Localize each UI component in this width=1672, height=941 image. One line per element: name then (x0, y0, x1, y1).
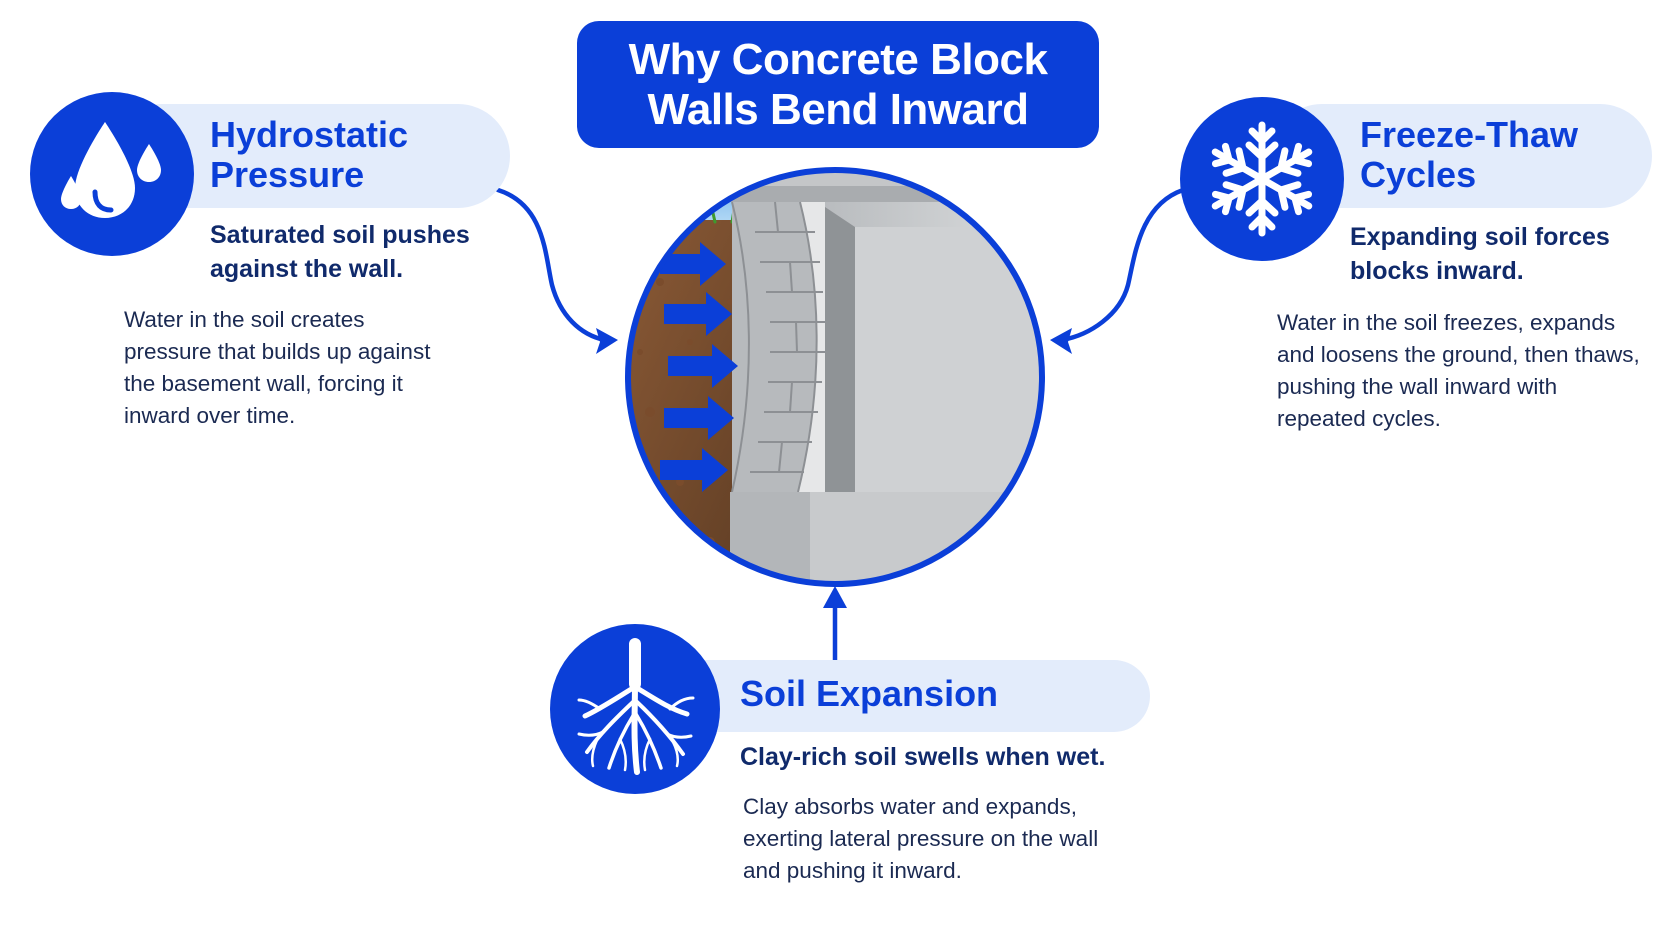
soil-expansion-subheading: Clay-rich soil swells when wet. (740, 743, 1106, 771)
freeze-thaw-icon-circle (1180, 97, 1344, 261)
hydrostatic-heading: Hydrostatic Pressure (210, 114, 409, 195)
hydrostatic-icon-circle (30, 92, 194, 256)
page-title: Why Concrete Block Walls Bend Inward (628, 34, 1048, 134)
snowflake-icon (1207, 121, 1317, 239)
bowing-wall-illustration (625, 167, 1045, 587)
freeze-thaw-body: Water in the soil freezes, expands and l… (1277, 310, 1640, 431)
arrow-from-freeze-thaw (1059, 187, 1186, 343)
hydrostatic-subheading: Saturated soil pushes against the wall. (210, 221, 470, 283)
arrowhead-freeze-thaw (1050, 328, 1072, 354)
title-banner: Why Concrete Block Walls Bend Inward (577, 21, 1099, 148)
freeze-thaw-subheading: Expanding soil forces blocks inward. (1350, 223, 1610, 285)
arrowhead-hydrostatic (596, 328, 618, 354)
soil-expansion-header-pill (640, 660, 1150, 732)
hydrostatic-body: Water in the soil creates pressure that … (124, 307, 431, 428)
water-drops-icon (61, 122, 161, 218)
roots-icon (577, 638, 695, 775)
arrow-from-hydrostatic (495, 187, 608, 343)
soil-expansion-body: Clay absorbs water and expands, exerting… (743, 794, 1099, 883)
soil-expansion-icon-circle (550, 624, 720, 794)
arrowhead-soil-expansion (823, 586, 847, 608)
freeze-thaw-heading: Freeze-Thaw Cycles (1360, 114, 1579, 195)
soil-expansion-heading: Soil Expansion (740, 673, 999, 714)
